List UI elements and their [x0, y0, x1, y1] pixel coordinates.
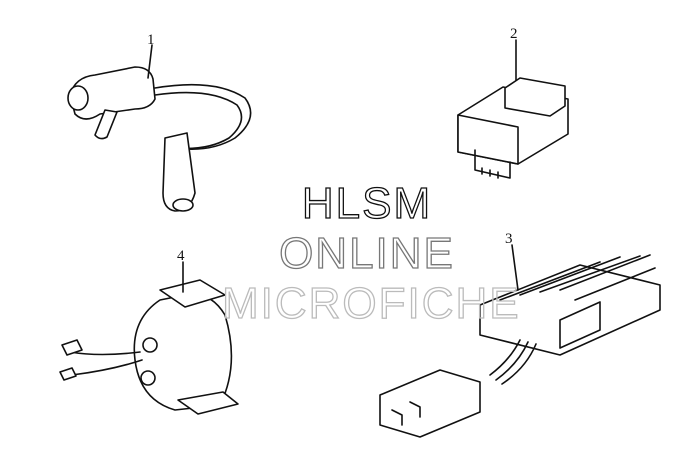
watermark: HLSM ONLINE MICROFICHE [221, 178, 521, 328]
callout-leader-1 [147, 44, 153, 79]
part-1-ignition-coil[interactable] [67, 66, 252, 212]
watermark-line-2: ONLINE [279, 229, 455, 278]
callout-3: 3 [505, 231, 513, 247]
watermark-line-3: MICROFICHE [222, 279, 521, 328]
part-3-regulator[interactable] [379, 254, 661, 438]
part-2-relay[interactable] [457, 77, 569, 179]
callout-4: 4 [177, 248, 185, 264]
callout-leader-3 [511, 244, 519, 291]
callout-2: 2 [510, 26, 518, 42]
callout-1: 1 [147, 32, 155, 48]
watermark-line-1: HLSM [302, 179, 432, 228]
part-4-pulse-coil[interactable] [59, 279, 239, 415]
